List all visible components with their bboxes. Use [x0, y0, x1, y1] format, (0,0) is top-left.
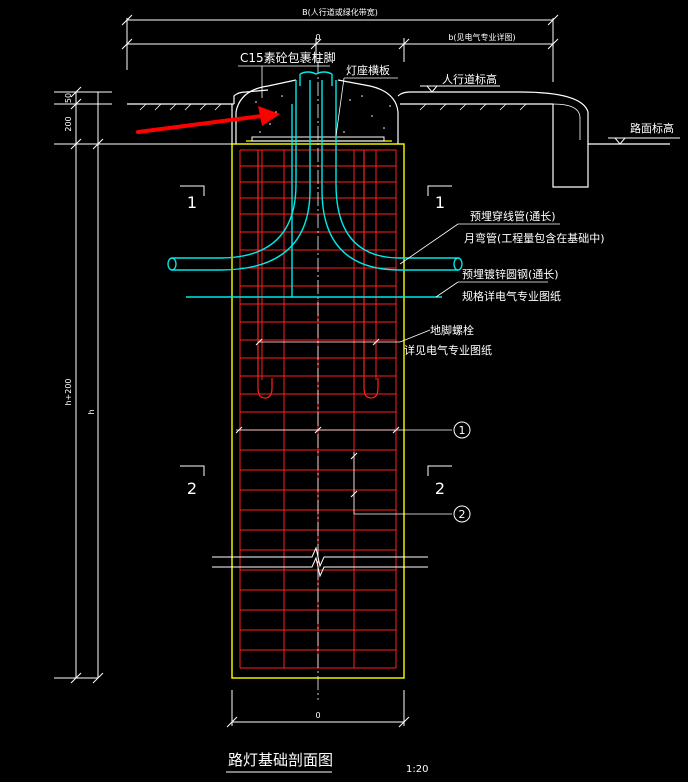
section-mark-1-right-label: 1	[435, 193, 445, 212]
left-dimension	[54, 86, 245, 684]
anchor-bolt-label-line1: 地脚螺栓	[430, 323, 474, 337]
dim-50-label: 50	[64, 93, 73, 103]
section-mark-1-right	[427, 185, 452, 196]
anchor-bolts	[257, 150, 379, 399]
rebar-callout-1-label: 1	[459, 424, 466, 437]
c15-encasement-label: C15素砼包裹柱脚	[240, 50, 336, 65]
rebar-callout-1	[453, 421, 471, 439]
conduit-label-line2: 月弯管(工程量包含在基础中)	[464, 231, 605, 245]
section-mark-2-right	[427, 465, 452, 476]
rebar-callout-2	[453, 505, 471, 523]
conduit-label-line1: 预埋穿线管(通长)	[470, 209, 556, 223]
section-mark-1-left-label: 1	[187, 193, 197, 212]
anchor-bolt-label-line2: 详见电气专业图纸	[404, 343, 492, 357]
rebar-callout-2-label: 2	[459, 508, 466, 521]
section-mark-2-right-label: 2	[435, 479, 445, 498]
dim-200-label: 200	[64, 116, 73, 131]
drawing-scale: 1:20	[406, 764, 428, 775]
dim-h-label: h	[87, 409, 96, 414]
sidewalk-elevation-label: 人行道标高	[442, 72, 497, 86]
road-elevation-marker	[608, 137, 680, 145]
highlight-arrow	[136, 106, 280, 134]
leader-ticks	[235, 338, 400, 498]
section-mark-1-left	[180, 185, 205, 196]
top-dimension	[121, 14, 559, 82]
road-elevation-label: 路面标高	[630, 121, 674, 135]
bottom-width-label: 0	[315, 711, 320, 720]
dim-h-plus-200-label: h+200	[64, 378, 73, 405]
section-mark-2-left	[180, 465, 205, 476]
overall-width-label: B(人行道或绿化带宽)	[302, 7, 378, 17]
bottom-dimension	[226, 690, 410, 728]
width-zero-label: 0	[315, 33, 320, 42]
steel-label-line1: 预埋镀锌圆钢(通长)	[462, 267, 559, 281]
sidewalk-elevation-marker	[420, 85, 500, 93]
ground-profile	[127, 89, 670, 188]
drawing-title: 路灯基础剖面图	[228, 751, 333, 769]
steel-label-line2: 规格详电气专业图纸	[462, 289, 561, 303]
conduits	[167, 71, 463, 298]
section-mark-2-left-label: 2	[187, 479, 197, 498]
lamp-base-plate-label: 灯座横板	[346, 63, 390, 77]
width-b-label: b(见电气专业详图)	[448, 32, 515, 42]
ground-hatch	[139, 103, 527, 111]
